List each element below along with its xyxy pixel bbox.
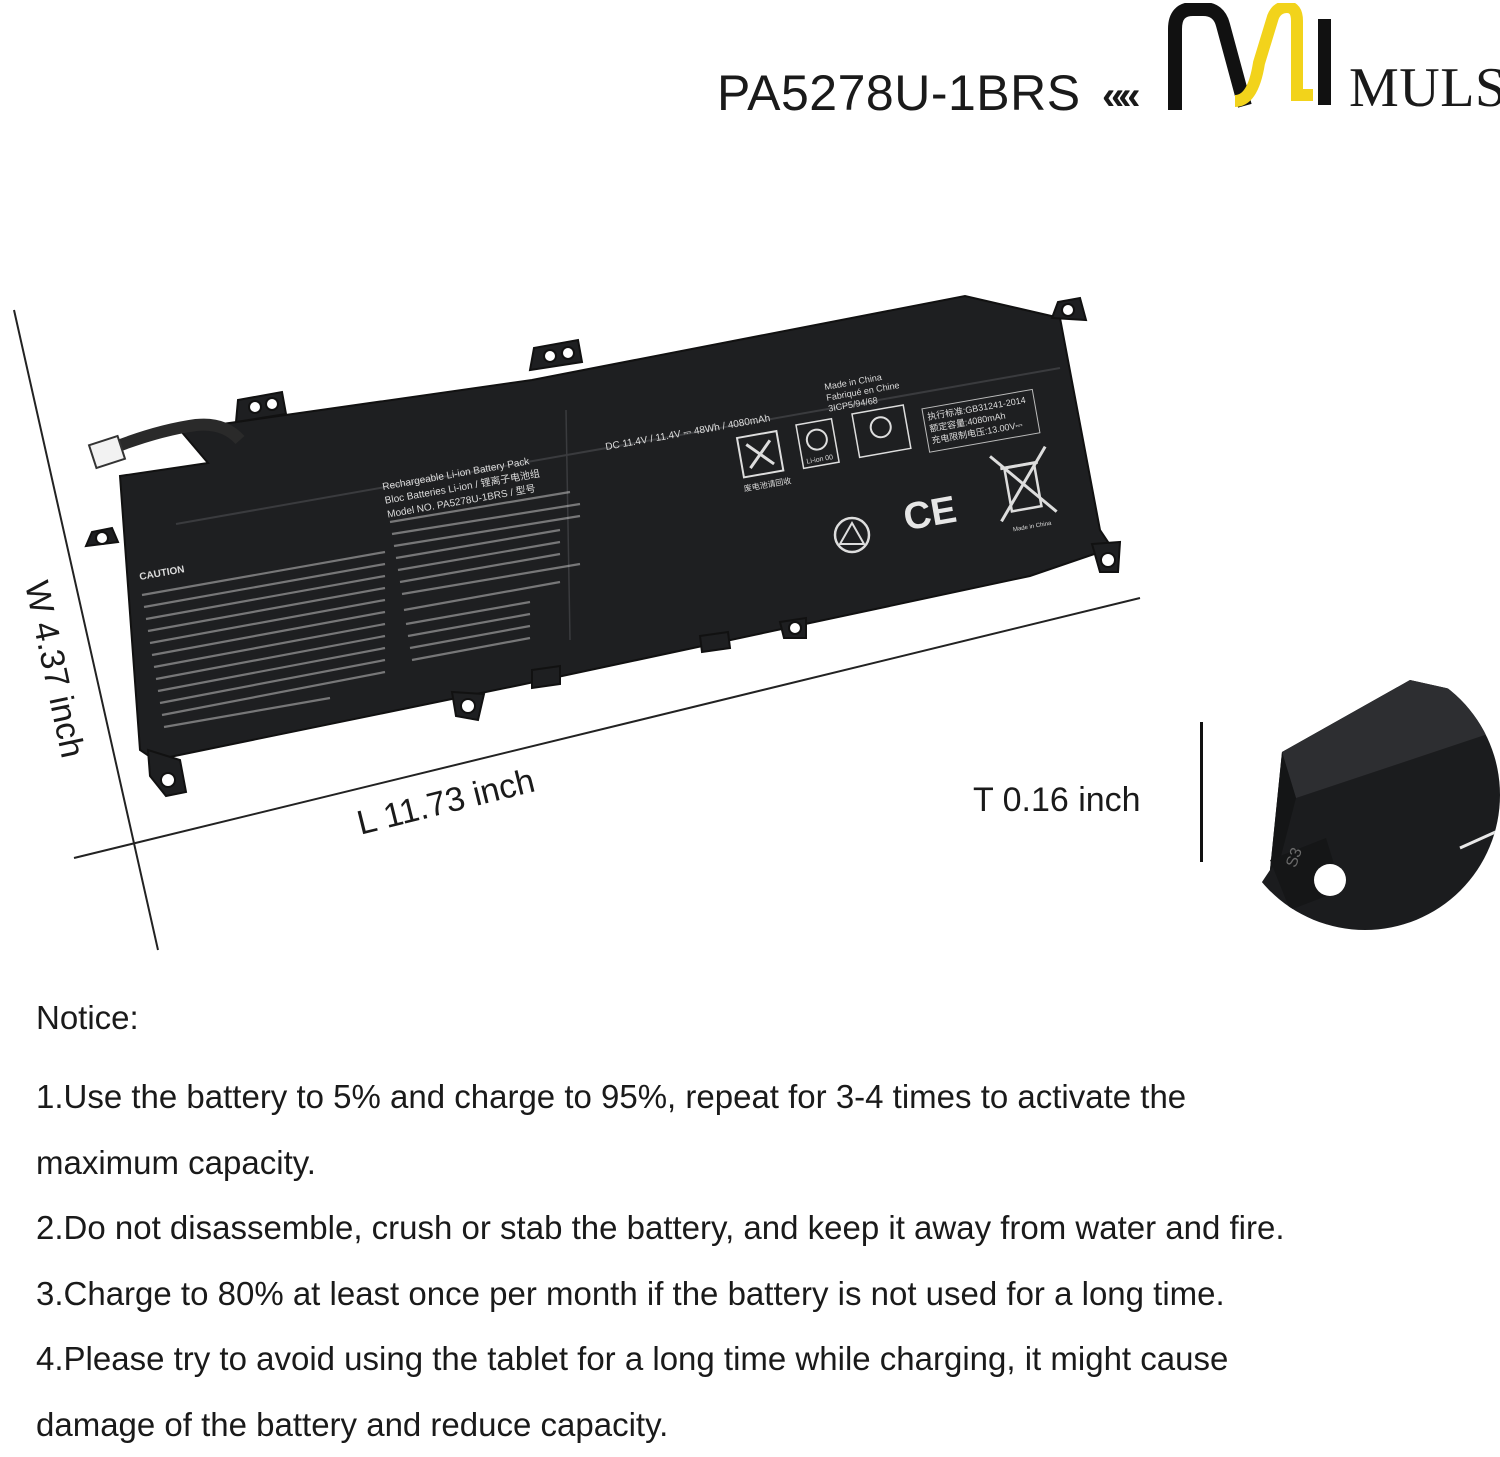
- notice-item-4: 4.Please try to avoid using the tablet f…: [36, 1326, 1476, 1457]
- brand-logo-icon: [1163, 3, 1343, 113]
- chevron-glyph: «: [1118, 74, 1134, 118]
- notice-line: 2.Do not disassemble, crush or stab the …: [36, 1195, 1476, 1261]
- thickness-guide-line: [1200, 722, 1203, 862]
- battery-body: [86, 296, 1120, 796]
- model-number: PA5278U-1BRS: [717, 64, 1081, 122]
- notice-title: Notice:: [36, 998, 1476, 1038]
- notice-line: 4.Please try to avoid using the tablet f…: [36, 1326, 1476, 1392]
- notice-item-3: 3.Charge to 80% at least once per month …: [36, 1261, 1476, 1327]
- notice-section: Notice: 1.Use the battery to 5% and char…: [36, 998, 1476, 1457]
- notice-item-1: 1.Use the battery to 5% and charge to 95…: [36, 1064, 1476, 1195]
- battery-photo: Rechargeable Li-ion Battery Pack Bloc Ba…: [0, 280, 1160, 970]
- chevron-glyph: «: [1102, 74, 1118, 118]
- thickness-dimension-label: T 0.16 inch: [973, 781, 1141, 820]
- notice-line: 3.Charge to 80% at least once per month …: [36, 1261, 1476, 1327]
- brand-name: MULS: [1349, 56, 1500, 120]
- corner-closeup-photo: S3: [1230, 660, 1500, 930]
- chevrons-icon: ««: [1102, 74, 1135, 119]
- connector: [89, 436, 125, 468]
- notice-line: 1.Use the battery to 5% and charge to 95…: [36, 1064, 1476, 1130]
- notice-item-2: 2.Do not disassemble, crush or stab the …: [36, 1195, 1476, 1261]
- notice-line: damage of the battery and reduce capacit…: [36, 1392, 1476, 1457]
- notice-line: maximum capacity.: [36, 1130, 1476, 1196]
